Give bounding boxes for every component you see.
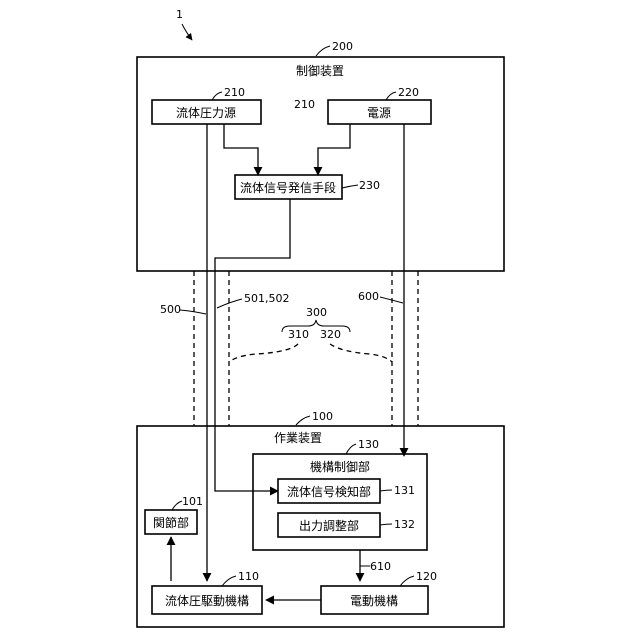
work-device-title: 作業装置 <box>274 431 322 445</box>
fluid-pressure-source-ref: 210 <box>224 86 245 99</box>
work-device-leader <box>296 416 310 425</box>
electric-line-ref: 600 <box>358 290 379 303</box>
fluid-signal-sender-label: 流体信号発信手段 <box>240 180 336 195</box>
output-adjuster-leader <box>380 524 392 525</box>
power-source-leader <box>386 92 396 100</box>
bundle-ref: 300 <box>306 306 327 319</box>
fluid-drive-leader <box>222 576 236 586</box>
joint-leader <box>172 501 182 510</box>
control-device-leader <box>316 46 330 56</box>
joint-ref: 101 <box>182 495 203 508</box>
control-device-frame <box>137 57 504 271</box>
output-adjuster-label: 出力調整部 <box>299 518 359 533</box>
output-adjuster-ref: 132 <box>394 518 415 531</box>
fluid-pressure-source-label: 流体圧力源 <box>176 106 236 120</box>
fluid-signal-detector-leader <box>380 490 392 491</box>
fluid-signal-detector-label: 流体信号検知部 <box>287 484 371 499</box>
mechanism-controller-leader <box>346 444 356 454</box>
joint-label: 関節部 <box>153 515 189 530</box>
bundle-right-ref: 320 <box>320 328 341 341</box>
electric-drive-label: 電動機構 <box>350 593 398 608</box>
electric-drive-leader <box>400 576 414 586</box>
fluid-signal-sender-leader <box>342 185 358 188</box>
work-device-ref: 100 <box>312 410 333 423</box>
power-to-sender-line <box>318 124 350 175</box>
figure-ref: 1 <box>176 8 183 21</box>
signal-lines-ref: 501,502 <box>244 292 290 305</box>
control-device-title: 制御装置 <box>296 63 344 78</box>
fluid-signal-detector-ref: 131 <box>394 484 415 497</box>
bundle-right-leader <box>330 344 392 362</box>
fluid-pressure-source-extra-ref: 210 <box>294 98 315 111</box>
control-device-ref: 200 <box>332 40 353 53</box>
motor-output-ref: 610 <box>370 560 391 573</box>
pressure-to-sender-line <box>224 124 258 175</box>
fluid-drive-label: 流体圧駆動機構 <box>165 593 249 608</box>
figure-ref-arrow <box>182 24 192 40</box>
fluid-pressure-source-leader <box>212 92 222 100</box>
electric-drive-ref: 120 <box>416 570 437 583</box>
power-source-ref: 220 <box>398 86 419 99</box>
bundle-left-leader <box>229 344 298 362</box>
mechanism-controller-label: 機構制御部 <box>310 459 370 474</box>
fluid-drive-ref: 110 <box>238 570 259 583</box>
fluid-signal-line <box>215 199 290 491</box>
power-source-label: 電源 <box>367 106 391 120</box>
fluid-signal-sender-ref: 230 <box>359 179 380 192</box>
mechanism-controller-ref: 130 <box>358 438 379 451</box>
fluid-line-ref: 500 <box>160 303 181 316</box>
fluid-line-leader <box>180 310 206 314</box>
bundle-left-ref: 310 <box>288 328 309 341</box>
